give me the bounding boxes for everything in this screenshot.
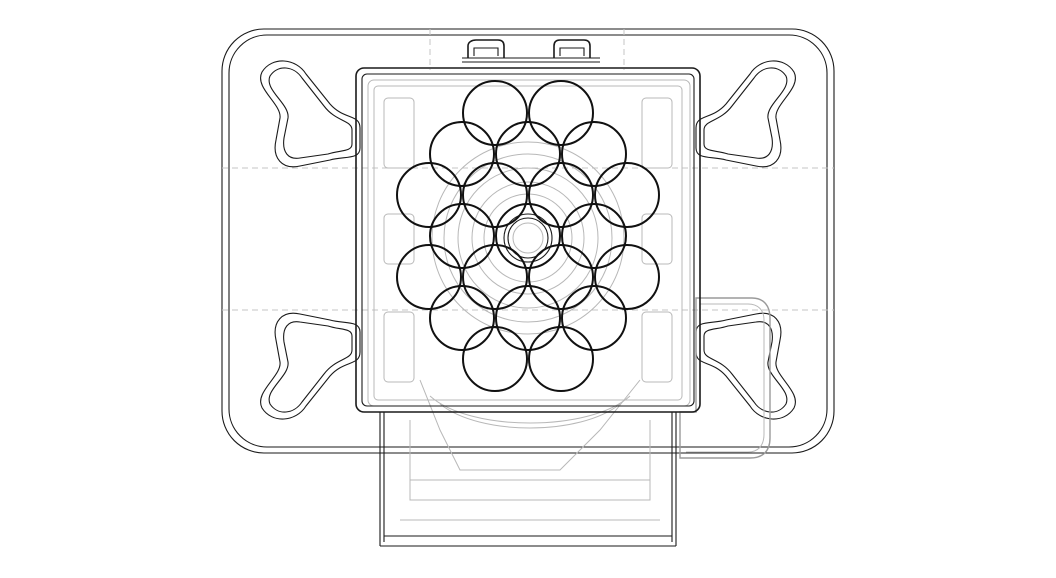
lens-circle [462, 162, 528, 228]
module-body [355, 67, 701, 413]
lens-circle [561, 121, 627, 187]
lens-circle [429, 203, 495, 269]
slot-bottom-right [695, 312, 796, 420]
lens-circle [594, 244, 660, 310]
lens-circle [528, 244, 594, 310]
slot-top-left [260, 60, 361, 168]
base-plate [221, 28, 835, 454]
side-bracket [679, 297, 771, 459]
slot-top-right [695, 60, 796, 168]
slot-bottom-left [260, 312, 361, 420]
lens-circle [462, 244, 528, 310]
lens-circle [462, 80, 528, 146]
lens-circle [462, 326, 528, 392]
lens-circle [561, 285, 627, 351]
lens-circle [495, 285, 561, 351]
lens-circle [495, 203, 561, 269]
lens-circle [528, 80, 594, 146]
tab-left [467, 39, 505, 58]
tab-right [553, 39, 591, 58]
lens-circle [528, 326, 594, 392]
lens-circle [396, 162, 462, 228]
corner-slots [260, 60, 796, 420]
cable-housing [379, 412, 677, 547]
hidden-lines [222, 29, 834, 521]
lens-circle [429, 121, 495, 187]
central-camera [431, 141, 625, 335]
lens-circle [429, 285, 495, 351]
top-tabs [462, 39, 600, 63]
lens-array [396, 80, 660, 392]
lens-circle [594, 162, 660, 228]
lens-circle [561, 203, 627, 269]
lens-circle [528, 162, 594, 228]
lens-circle [495, 121, 561, 187]
lens-circle [396, 244, 462, 310]
